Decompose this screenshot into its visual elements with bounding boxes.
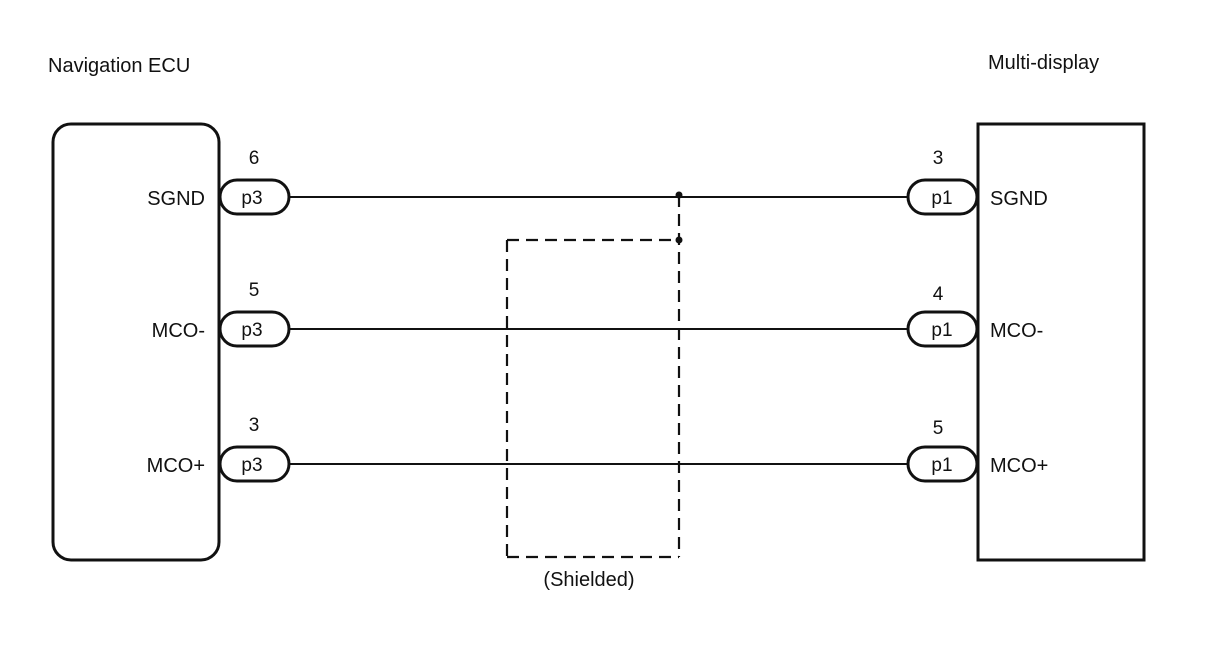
shield [505, 191, 683, 559]
right-signal-label: MCO+ [990, 455, 1048, 477]
right-signal-label: MCO- [990, 320, 1043, 342]
right-connector-sgnd [906, 178, 979, 216]
navigation-ecu-box [51, 122, 221, 562]
shield-label: (Shielded) [543, 569, 634, 591]
wire-mco-plus: 3 p3 MCO+ 5 p1 MCO+ [147, 415, 1048, 483]
left-connector-mco-minus [218, 310, 291, 348]
wire-sgnd: 6 p3 SGND 3 p1 SGND [147, 148, 1048, 216]
right-pin-number: 3 [933, 148, 944, 169]
right-connector-mco-minus [906, 310, 979, 348]
left-pin-number: 3 [249, 415, 260, 436]
left-pin-number: 6 [249, 148, 260, 169]
navigation-ecu-title: Navigation ECU [48, 55, 190, 77]
wire-mco-minus: 5 p3 MCO- 4 p1 MCO- [152, 280, 1043, 348]
multi-display-title: Multi-display [988, 52, 1099, 74]
left-signal-label: MCO- [152, 320, 205, 342]
left-signal-label: SGND [147, 188, 205, 210]
right-pin-number: 4 [933, 284, 944, 305]
left-signal-label: MCO+ [147, 455, 205, 477]
right-connector-label: p1 [931, 455, 952, 476]
right-connector-label: p1 [931, 320, 952, 341]
right-signal-label: SGND [990, 188, 1048, 210]
right-connector-label: p1 [931, 188, 952, 209]
left-connector-sgnd [218, 178, 291, 216]
left-connector-label: p3 [241, 320, 262, 341]
left-connector-label: p3 [241, 188, 262, 209]
left-connector-label: p3 [241, 455, 262, 476]
right-pin-number: 5 [933, 418, 944, 439]
left-pin-number: 5 [249, 280, 260, 301]
left-connector-mco-plus [218, 445, 291, 483]
right-connector-mco-plus [906, 445, 979, 483]
multi-display-box [976, 122, 1146, 562]
shield-junction-dot-corner [675, 236, 683, 244]
